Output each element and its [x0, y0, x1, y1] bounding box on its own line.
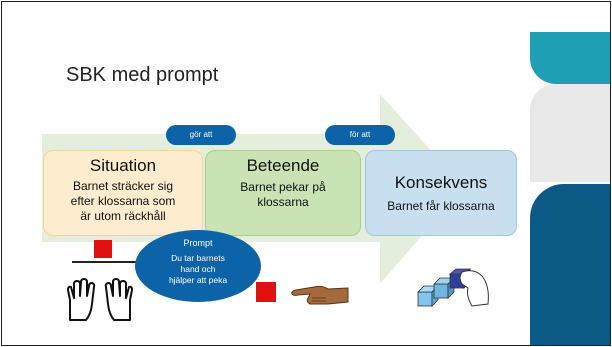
konsekvens-text: Barnet får klossarna: [366, 199, 516, 214]
situation-box: Situation Barnet sträcker sig efter klos…: [43, 150, 203, 236]
situation-text: Barnet sträcker sig efter klossarna som …: [44, 179, 202, 224]
connector-for-att: för att: [325, 125, 395, 145]
decor-teal-block: [530, 32, 610, 84]
hands-raised-icon: [67, 278, 133, 321]
situation-line: efter klossarna som: [70, 194, 176, 208]
konsekvens-title: Konsekvens: [394, 173, 488, 192]
decor-grey-block: [530, 84, 610, 182]
prompt-title: Prompt: [183, 238, 213, 248]
red-block-icon: [256, 282, 276, 302]
beteende-line: Barnet pekar på: [240, 180, 326, 194]
beteende-text: Barnet pekar på klossarna: [206, 180, 360, 210]
konsekvens-box: Konsekvens Barnet får klossarna: [365, 150, 517, 236]
pointing-hand-icon: [291, 285, 349, 305]
decor-navy-block: [530, 184, 610, 345]
beteende-line: klossarna: [257, 195, 309, 209]
prompt-line: hand och: [180, 264, 216, 274]
hand-holding-blocks-icon: [417, 268, 489, 307]
prompt-line: hjälper att peka: [168, 275, 228, 285]
konsekvens-line: Barnet får klossarna: [387, 199, 495, 213]
beteende-box: Beteende Barnet pekar på klossarna: [205, 150, 361, 236]
situation-title: Situation: [89, 156, 157, 175]
situation-line: Barnet sträcker sig: [72, 179, 174, 193]
connector-gor-att: gör att: [166, 125, 236, 145]
red-block-on-shelf-icon: [72, 240, 138, 263]
prompt-line: Du tar barnets: [171, 253, 225, 263]
situation-line: är utom räckhåll: [80, 209, 166, 223]
prompt-text: Du tar barnets hand och hjälper att peka: [135, 253, 261, 286]
page-title: SBK med prompt: [66, 64, 219, 86]
prompt-bubble: Prompt Du tar barnets hand och hjälper a…: [135, 230, 261, 302]
beteende-title: Beteende: [246, 156, 320, 175]
